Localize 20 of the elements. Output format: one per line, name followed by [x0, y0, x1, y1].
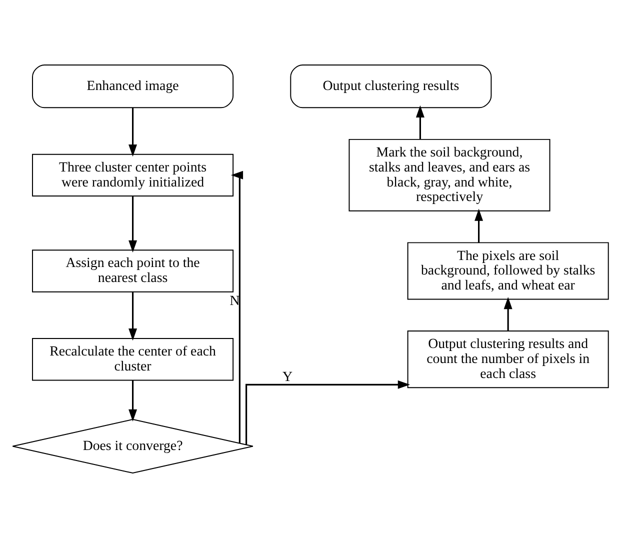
edge-label: N	[230, 294, 240, 309]
arrow	[504, 296, 512, 330]
arrow	[128, 380, 138, 422]
node-box: Output clustering results and count the number of pixels in each class	[407, 330, 609, 388]
arrow	[128, 107, 138, 156]
node-box: Enhanced image	[32, 64, 234, 108]
arrow	[416, 104, 424, 139]
node-box: Mark the soil background, stalks and leaves, and ears as black, gray, and white, respectively	[348, 138, 550, 211]
arrow	[474, 208, 484, 242]
node-diamond: Does it converge?	[12, 418, 254, 474]
node-box: Three cluster center points were randomly initialized	[32, 153, 234, 196]
arrow	[246, 380, 410, 444]
arrow	[128, 291, 138, 340]
node-box: The pixels are soil background, followed by stalks and leafs, and wheat ear	[407, 242, 609, 300]
arrow	[230, 170, 244, 443]
edge-label: Y	[282, 369, 293, 384]
node-box: Assign each point to the nearest class	[32, 249, 234, 292]
node-box: Recalculate the center of each cluster	[32, 338, 234, 380]
arrow	[128, 196, 138, 252]
node-box: Output clustering results	[290, 64, 492, 108]
